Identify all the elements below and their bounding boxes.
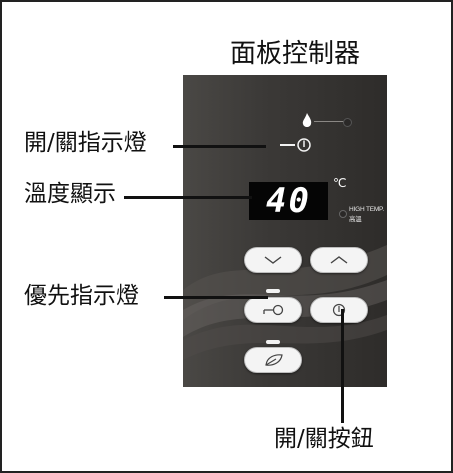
- control-panel: 40 ℃ HIGH TEMP. 高溫: [183, 75, 387, 387]
- temperature-up-button[interactable]: [310, 247, 368, 273]
- temperature-display-leader: [124, 196, 252, 199]
- power-indicator-bar: [280, 144, 295, 146]
- power-button-label: 開/關按鈕: [274, 426, 374, 452]
- high-temp-label: HIGH TEMP. 高溫: [349, 206, 384, 223]
- diagram-title: 面板控制器: [230, 39, 361, 69]
- power-indicator-leader: [173, 145, 266, 148]
- priority-led: [266, 289, 280, 293]
- key-icon: [263, 304, 284, 316]
- flame-icon: [302, 113, 312, 127]
- flame-indicator-led: [343, 118, 352, 127]
- leaf-icon: [265, 354, 283, 366]
- temperature-down-button[interactable]: [244, 247, 302, 273]
- indicator-line: [314, 121, 344, 122]
- up-arrow-icon: [330, 256, 348, 264]
- down-arrow-icon: [264, 256, 282, 264]
- eco-button[interactable]: [244, 347, 302, 373]
- high-temp-led: [339, 210, 347, 218]
- power-icon: [332, 303, 346, 317]
- power-button-leader: [341, 309, 344, 423]
- power-icon: [297, 138, 311, 152]
- temperature-readout: 40: [249, 182, 328, 220]
- priority-indicator-label: 優先指示燈: [24, 283, 139, 309]
- temperature-display-label: 溫度顯示: [24, 181, 116, 207]
- celsius-unit: ℃: [333, 176, 347, 190]
- priority-button[interactable]: [244, 297, 302, 323]
- eco-led: [266, 340, 280, 344]
- panel-wave-decoration: [183, 245, 387, 360]
- priority-indicator-leader: [164, 296, 268, 299]
- power-button[interactable]: [310, 297, 368, 323]
- power-indicator-label: 開/關指示燈: [24, 130, 147, 156]
